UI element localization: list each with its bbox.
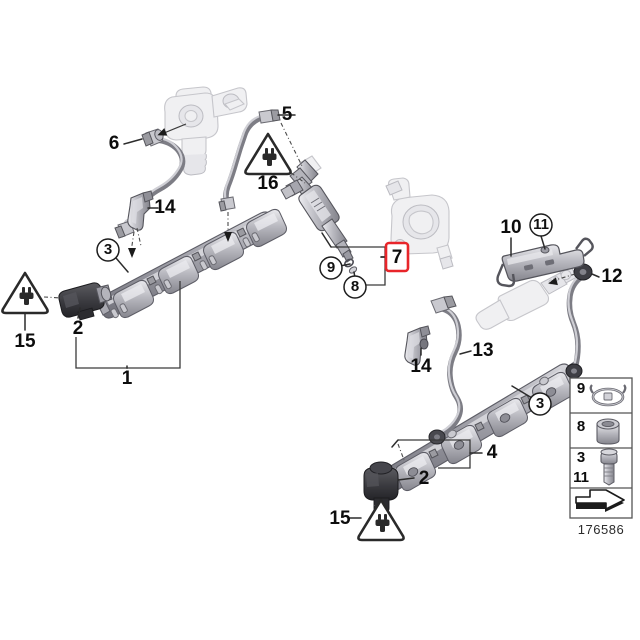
leader-11 (540, 235, 546, 250)
bracket-4 (391, 439, 483, 469)
legend-number-8: 8 (577, 418, 585, 435)
holder-clip-14a (127, 190, 154, 231)
leader-13 (459, 350, 472, 355)
leader-12 (591, 273, 600, 278)
leader-15a (24, 296, 63, 331)
electrical-plug-warning-icon (262, 148, 277, 166)
callout-circle-3a (96, 238, 120, 262)
legend-number-9: 9 (577, 380, 585, 397)
warning-triangle-15-left (1, 271, 49, 315)
callout-circle-8a (343, 275, 367, 299)
holder-clip-14b (404, 325, 431, 366)
fuel-line-12 (565, 263, 593, 379)
callout-label-3a: 3 (104, 241, 112, 258)
callout-label-10: 10 (500, 217, 521, 238)
leader-2b (397, 477, 415, 481)
fuel-line-13 (428, 295, 463, 445)
callout-label-5: 5 (282, 104, 293, 125)
diagram-part-number: 176586 (578, 522, 624, 537)
leader-5 (277, 114, 303, 167)
callout-label-2b: 2 (419, 468, 430, 489)
fuel-rail-lower (378, 360, 582, 494)
fuel-injector (280, 159, 358, 274)
callout-label-7: 7 (392, 247, 403, 268)
dash-4-rail (397, 443, 405, 461)
bracket-1 (75, 281, 181, 369)
high-pressure-pump-ghost (164, 86, 248, 176)
sealing-ring-icon (589, 384, 627, 407)
warning-triangle-15-bottom (357, 498, 405, 542)
legend-box: 9 8 3 11 (569, 377, 633, 519)
leader-3b (511, 385, 533, 399)
warning-triangle-16 (244, 132, 292, 176)
callout-label-15a: 15 (14, 331, 36, 352)
callout-label-8a: 8 (351, 278, 359, 295)
leader-14a (136, 207, 159, 247)
leader-2a (77, 307, 81, 319)
callout-circle-9a (319, 256, 343, 280)
callout-label-11: 11 (533, 216, 549, 233)
callout-label-12: 12 (601, 266, 622, 287)
fuel-line-6 (114, 128, 186, 239)
leader-6 (123, 138, 143, 145)
direction-arrow-icon (575, 489, 625, 512)
pressure-sensor-upper (58, 282, 113, 321)
fuel-line-5 (218, 109, 281, 212)
callout-label-6: 6 (109, 133, 120, 154)
callout-label-16: 16 (257, 173, 278, 194)
callout-label-9a: 9 (327, 259, 335, 276)
glow-plug-ghost (475, 266, 578, 330)
retaining-bracket-10 (496, 237, 594, 288)
bolt-icon (600, 448, 618, 486)
bushing-icon (596, 418, 620, 445)
dash-14a-rail (128, 231, 136, 258)
leader-12-dash (548, 273, 576, 286)
leader-6-arrow (157, 123, 187, 136)
electrical-plug-warning-icon (375, 514, 390, 532)
callout-circle-3b (528, 392, 552, 416)
callout-label-14b: 14 (410, 356, 432, 377)
dash-5-rail (224, 212, 232, 242)
highlight-box-7 (384, 241, 410, 273)
callout-label-14a: 14 (154, 197, 176, 218)
callout-label-15b: 15 (329, 508, 351, 529)
callout-label-3b: 3 (536, 395, 544, 412)
electrical-plug-warning-icon (19, 287, 34, 305)
legend-number-3: 3 (577, 449, 585, 466)
callout-circle-11 (529, 213, 553, 237)
leader-3a (115, 257, 129, 273)
legend-number-11: 11 (573, 469, 589, 486)
vacuum-pump-unit (385, 177, 454, 270)
callout-label-2a: 2 (73, 318, 84, 339)
callout-label-13: 13 (472, 340, 493, 361)
callout-label-1: 1 (122, 368, 133, 389)
callout-label-4: 4 (487, 442, 498, 463)
